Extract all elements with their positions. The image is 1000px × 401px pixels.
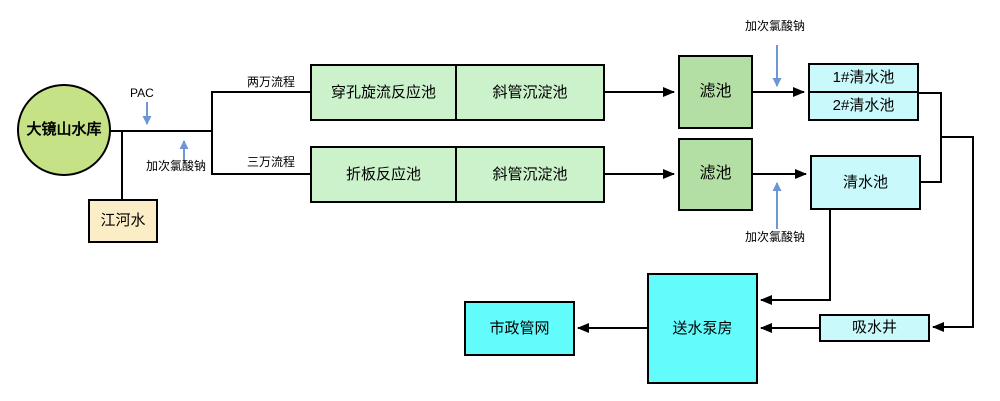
node-suction-well: 吸水井 [819, 314, 930, 342]
node-reservoir: 大镜山水库 [17, 84, 111, 176]
node-inclined-tube-sedimentation-tank-2: 斜管沉淀池 [455, 146, 605, 203]
node-folded-plate-reaction-tank: 折板反应池 [310, 146, 457, 203]
label-flow-20k: 两万流程 [247, 75, 296, 89]
node-filter-1: 滤池 [678, 55, 753, 129]
label-sodium-hypochlorite-left: 加次氯酸钠 [146, 159, 207, 173]
node-clear-water-tank: 清水池 [810, 155, 921, 210]
node-inclined-tube-sedimentation-tank-1: 斜管沉淀池 [455, 64, 605, 121]
arrow-junction-to-suction-well [932, 136, 974, 332]
label-sodium-hypochlorite-top: 加次氯酸钠 [745, 19, 806, 33]
node-municipal-network: 市政管网 [464, 301, 575, 356]
node-clear-water-tank-2: 2#清水池 [808, 91, 919, 121]
arrow-clearwater-tank-to-pump [760, 208, 831, 305]
node-filter-2: 滤池 [678, 138, 753, 211]
label-pac: PAC [130, 86, 154, 100]
node-pump-station: 送水泵房 [647, 273, 758, 384]
node-clear-water-tank-1: 1#清水池 [808, 63, 919, 93]
line-tanks-right-junction [919, 92, 942, 183]
label-sodium-hypochlorite-bottom: 加次氯酸钠 [745, 230, 806, 244]
node-river-water: 江河水 [88, 199, 158, 243]
label-flow-30k: 三万流程 [247, 155, 296, 169]
